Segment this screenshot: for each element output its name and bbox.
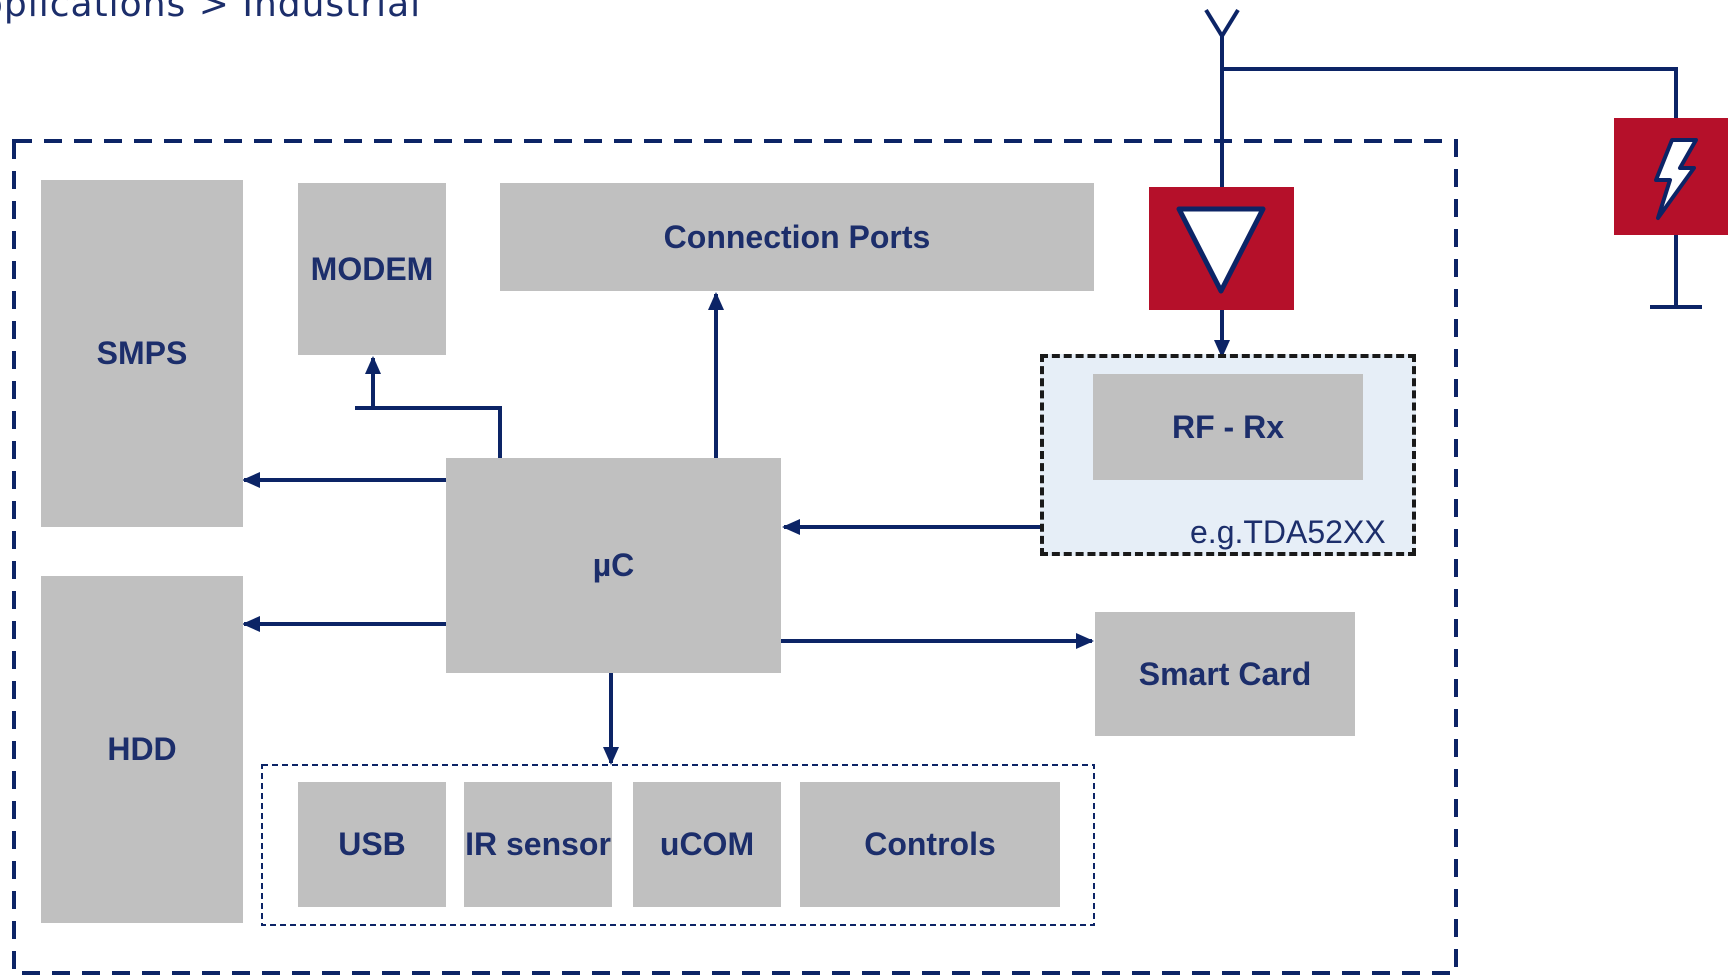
surge-protection-block: [1614, 118, 1728, 235]
controls-block: Controls: [800, 782, 1060, 907]
esd-filter-block: [1149, 187, 1294, 310]
hdd-block: HDD: [41, 576, 243, 923]
modem-block: MODEM: [298, 183, 446, 355]
connection-ports-block: Connection Ports: [500, 183, 1094, 291]
usb-block: USB: [298, 782, 446, 907]
rf-part-label: e.g.TDA52XX: [1190, 514, 1386, 550]
surge-branch-line: [1222, 67, 1678, 118]
lightning-bolt-icon: [1654, 138, 1698, 220]
system-boundary: [12, 139, 1458, 975]
smart-card-block: Smart Card: [1095, 612, 1355, 736]
uc-to-modem-line: [355, 360, 502, 458]
antenna-icon: [1204, 8, 1240, 190]
microcontroller-block: µC: [446, 458, 781, 673]
breadcrumb: pplications > Industrial: [0, 0, 422, 25]
smps-block: SMPS: [41, 180, 243, 527]
rf-rx-block: RF - Rx: [1093, 374, 1363, 480]
ucom-block: uCOM: [633, 782, 781, 907]
ir-sensor-block: IR sensor: [464, 782, 612, 907]
triangle-filter-icon: [1176, 206, 1266, 294]
interface-group-frame: [261, 764, 1095, 926]
